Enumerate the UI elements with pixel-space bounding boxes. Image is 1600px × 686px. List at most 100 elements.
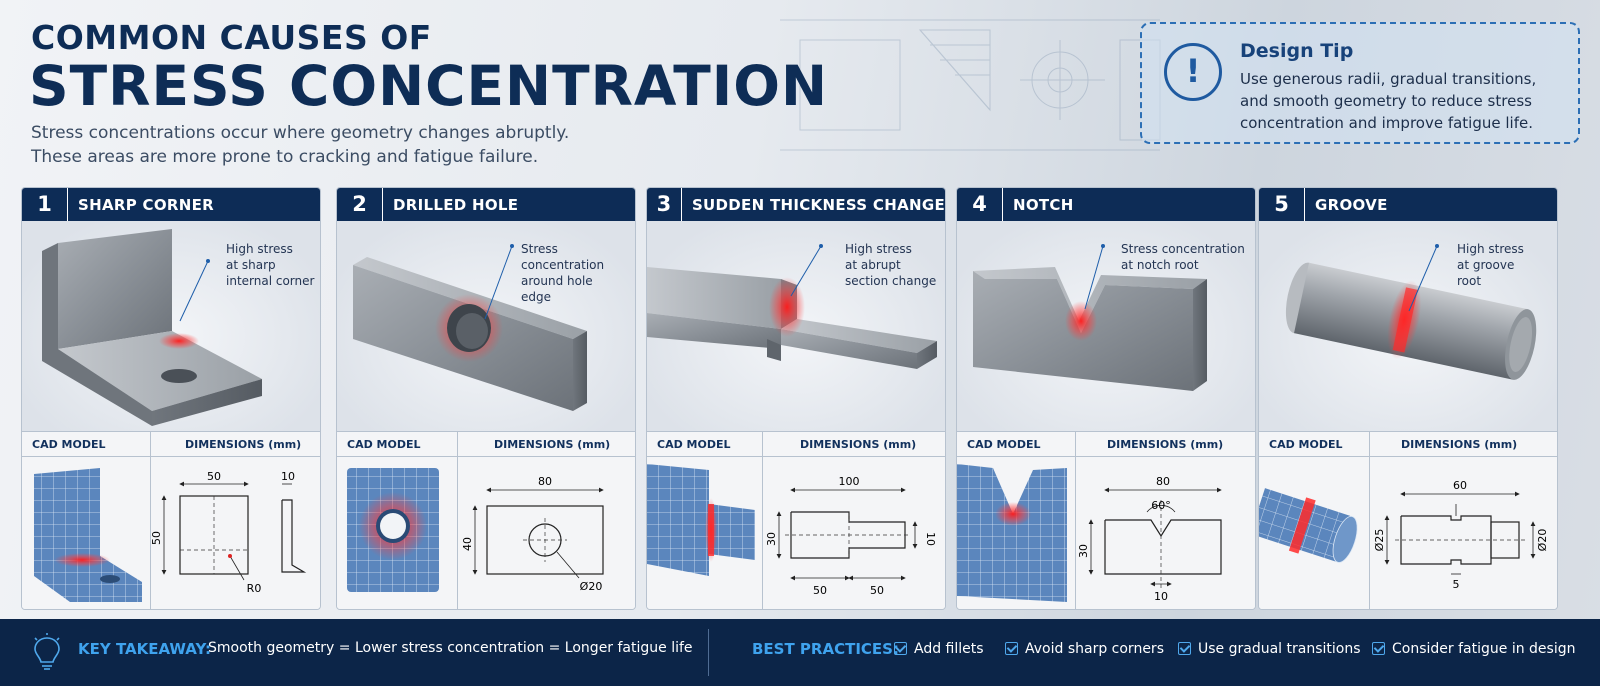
dim-segment-2: 50 — [870, 584, 884, 597]
card-notch: 4 NOTCH Stress concentration at notch ro… — [956, 187, 1256, 610]
checkbox-icon — [1005, 642, 1018, 655]
dim-length: 60 — [1453, 479, 1467, 492]
card-header: 4 NOTCH — [957, 188, 1255, 221]
best-practice-text: Use gradual transitions — [1198, 641, 1361, 657]
cad-mesh-model — [347, 468, 439, 592]
best-practice-text: Consider fatigue in design — [1392, 641, 1576, 657]
callout-text: Stress concentration around hole edge — [521, 241, 633, 305]
design-tip-line3: concentration and improve fatigue life. — [1240, 114, 1533, 132]
subtitle-line2: These areas are more prone to cracking a… — [31, 147, 539, 167]
card-title: SHARP CORNER — [78, 195, 214, 214]
card-number: 5 — [1259, 188, 1305, 221]
card-header: 5 GROOVE — [1259, 188, 1557, 221]
card-number: 4 — [957, 188, 1003, 221]
card-title: SUDDEN THICKNESS CHANGE — [691, 195, 945, 214]
dim-length: 80 — [538, 475, 552, 488]
card-detail: CAD MODEL DIMENSIONS (mm) — [1259, 431, 1557, 609]
cad-mesh-model — [647, 464, 755, 576]
dim-thickness: 10 — [281, 470, 295, 483]
dim-length: 100 — [839, 475, 860, 488]
callout-line: at groove — [1457, 258, 1515, 272]
cad-mesh-model — [957, 464, 1067, 602]
design-tip-line2: and smooth geometry to reduce stress — [1240, 92, 1532, 110]
dim-height: 30 — [1077, 544, 1090, 558]
illustration: Stress concentration at notch root — [957, 221, 1255, 431]
dimensions-label: DIMENSIONS (mm) — [494, 438, 611, 451]
dim-height: 40 — [461, 537, 474, 551]
cad-model-label: CAD MODEL — [657, 438, 731, 451]
illustration: High stress at sharp internal corner — [22, 221, 320, 431]
callout-line: High stress — [1457, 242, 1524, 256]
callout-line: at sharp — [226, 258, 276, 272]
subtitle: Stress concentrations occur where geomet… — [31, 121, 631, 169]
callout-line: Stress concentration — [521, 242, 605, 272]
sharp-corner-model — [42, 229, 262, 426]
card-header: 1 SHARP CORNER — [22, 188, 320, 221]
key-takeaway-label: KEY TAKEAWAY: — [78, 640, 212, 658]
checkbox-icon — [1372, 642, 1385, 655]
thickness-change-model — [647, 244, 937, 369]
illustration: Stress concentration around hole edge — [337, 221, 635, 431]
design-tip-box: ! Design Tip Use generous radii, gradual… — [1140, 22, 1580, 144]
card-title: NOTCH — [1013, 195, 1074, 214]
exclamation-icon: ! — [1164, 43, 1222, 101]
callout-line: edge — [521, 290, 551, 304]
lightbulb-icon — [34, 633, 60, 670]
callout-text: High stress at sharp internal corner — [226, 241, 320, 289]
card-detail: CAD MODEL DIMENSIONS (mm) 50 50 — [22, 431, 320, 609]
callout-text: High stress at abrupt section change — [845, 241, 945, 289]
dimension-drawing: 100 30 10 50 50 — [765, 475, 937, 597]
title-line2: STRESS CONCENTRATION — [29, 54, 828, 118]
dim-diameter-large: Ø25 — [1373, 529, 1386, 552]
dim-groove-width: 5 — [1453, 578, 1460, 591]
illustration: High stress at groove root — [1259, 221, 1557, 431]
drilled-hole-model — [353, 244, 587, 411]
card-title: GROOVE — [1315, 195, 1388, 214]
best-practice-item: Consider fatigue in design — [1372, 640, 1575, 657]
dimension-drawing: 60 Ø25 Ø20 5 — [1373, 479, 1549, 591]
dim-segment-1: 50 — [813, 584, 827, 597]
card-drilled-hole: 2 DRILLED HOLE Stress concentration arou… — [336, 187, 636, 610]
callout-line: around hole — [521, 274, 593, 288]
cad-model-label: CAD MODEL — [32, 438, 106, 451]
callout-text: High stress at groove root — [1457, 241, 1557, 289]
groove-model — [1285, 244, 1537, 380]
dim-diameter-small: Ø20 — [1536, 529, 1549, 552]
card-header: 2 DRILLED HOLE — [337, 188, 635, 221]
dim-radius: R0 — [247, 582, 262, 595]
callout-line: at abrupt — [845, 258, 901, 272]
cad-model-label: CAD MODEL — [967, 438, 1041, 451]
card-number: 3 — [647, 188, 682, 221]
card-header: 3 SUDDEN THICKNESS CHANGE — [647, 188, 945, 221]
dimensions-label: DIMENSIONS (mm) — [1401, 438, 1518, 451]
cad-model-label: CAD MODEL — [347, 438, 421, 451]
best-practice-text: Avoid sharp corners — [1025, 641, 1164, 657]
dimensions-label: DIMENSIONS (mm) — [800, 438, 917, 451]
card-number: 1 — [22, 188, 68, 221]
key-takeaway-text: Smooth geometry = Lower stress concentra… — [208, 640, 693, 656]
illustration: High stress at abrupt section change — [647, 221, 945, 431]
best-practice-text: Add fillets — [914, 641, 984, 657]
design-tip-line1: Use generous radii, gradual transitions, — [1240, 70, 1537, 88]
dimensions-label: DIMENSIONS (mm) — [185, 438, 302, 451]
dim-length: 80 — [1156, 475, 1170, 488]
best-practice-item: Avoid sharp corners — [1005, 640, 1164, 657]
callout-line: at notch root — [1121, 258, 1199, 272]
cad-model-label: CAD MODEL — [1269, 438, 1343, 451]
card-detail: CAD MODEL DIMENSIONS (mm) 80 60° 30 10 — [957, 431, 1255, 609]
checkbox-icon — [1178, 642, 1191, 655]
design-tip-text: Use generous radii, gradual transitions,… — [1240, 68, 1570, 134]
cad-mesh-model — [1259, 488, 1358, 563]
dim-width: 50 — [207, 470, 221, 483]
card-sharp-corner: 1 SHARP CORNER High stress at sharp inte… — [21, 187, 321, 610]
callout-text: Stress concentration at notch root — [1121, 241, 1251, 273]
card-title: DRILLED HOLE — [393, 195, 519, 214]
dim-height: 50 — [152, 531, 163, 545]
dim-height-large: 30 — [765, 532, 778, 546]
callout-line: Stress concentration — [1121, 242, 1245, 256]
best-practice-item: Use gradual transitions — [1178, 640, 1361, 657]
notch-model — [973, 244, 1207, 391]
card-detail: CAD MODEL DIMENSIONS (mm) 100 30 — [647, 431, 945, 609]
card-detail: CAD MODEL DIMENSIONS (mm) 80 40 Ø20 — [337, 431, 635, 609]
callout-line: internal corner — [226, 274, 315, 288]
